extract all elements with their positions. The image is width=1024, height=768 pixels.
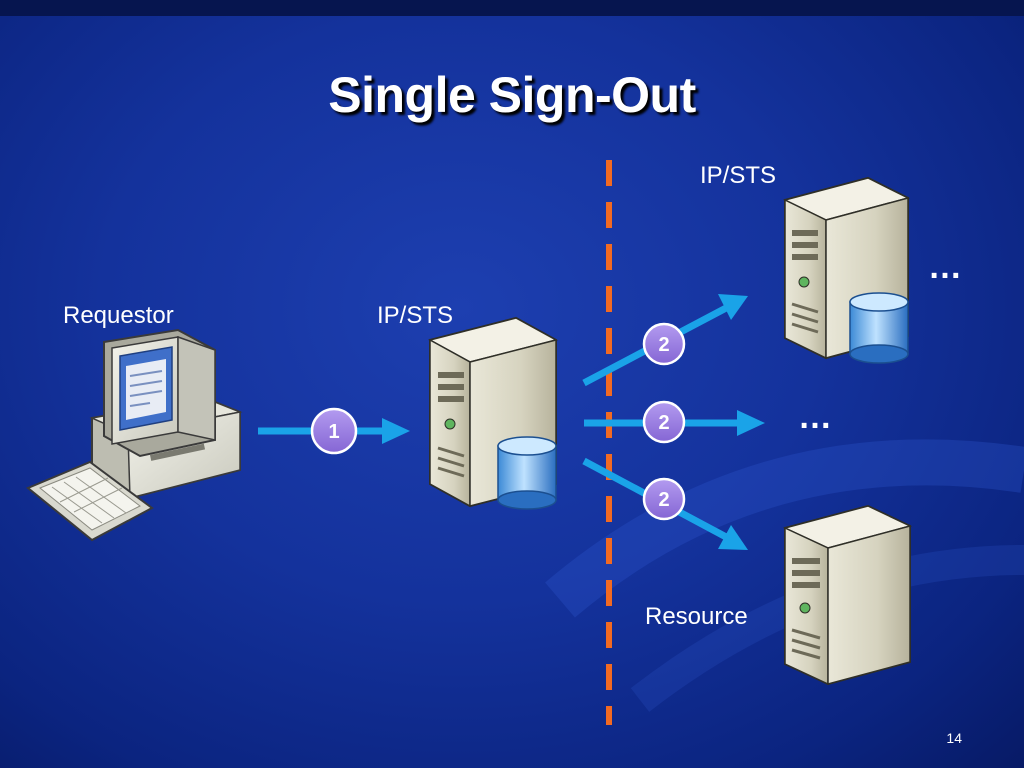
server-icon-resource [782,504,913,686]
resource-label: Resource [645,603,748,630]
step-badge-2-bottom-label: 2 [658,489,669,511]
step-badge-1: 1 [310,407,358,455]
desktop-computer-icon [26,328,243,542]
page-number: 14 [946,730,962,746]
step-badge-2-top: 2 [642,322,686,366]
step-badge-2-middle-label: 2 [658,412,669,434]
step-badge-2-top-label: 2 [658,334,669,356]
requestor-label: Requestor [63,302,174,329]
more-servers-middle-ellipsis: … [798,398,836,436]
ip-sts-remote-label: IP/STS [700,162,777,189]
step-badge-2-bottom: 2 [642,477,686,521]
step-badge-1-label: 1 [328,421,339,443]
more-servers-top-ellipsis: … [928,248,966,286]
slide-title: Single Sign-Out [328,67,696,123]
step-badge-2-middle: 2 [642,400,686,444]
server-database-icon-local [427,316,559,510]
server-database-icon-remote [782,176,911,364]
ip-sts-local-label: IP/STS [377,302,454,329]
